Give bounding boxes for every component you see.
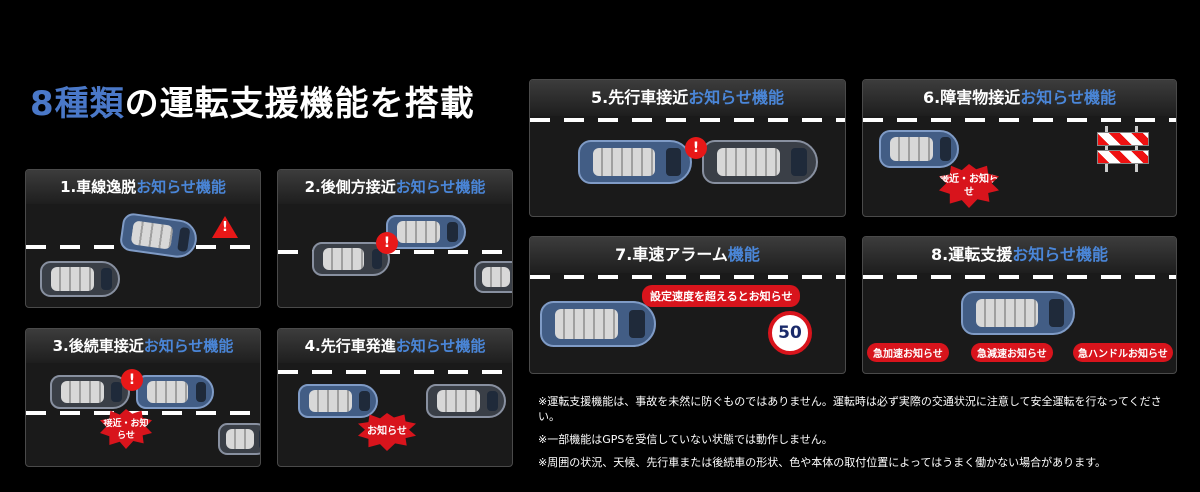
panel-obstacle-approach: 6.障害物接近お知らせ機能 接近・お知らせ [862, 79, 1177, 217]
page-title: 8種類の運転支援機能を搭載 [30, 76, 475, 125]
title-rest: の運転支援機能を搭載 [124, 84, 475, 124]
panel-label: 後側方接近 [320, 178, 396, 196]
warning-icon: ! [685, 137, 707, 159]
lane-dash [278, 250, 512, 254]
footnote: ※一部機能はGPSを受信していない状態では動作しません。 [538, 433, 833, 446]
panel-number: 4. [304, 337, 321, 355]
car-icon [218, 423, 260, 455]
panel-label-highlight: お知らせ機能 [1012, 245, 1108, 264]
panel-number: 2. [304, 178, 321, 196]
car-icon [578, 140, 692, 184]
car-icon [961, 291, 1075, 335]
panel-label-highlight: お知らせ機能 [143, 337, 234, 355]
lane-dash [530, 275, 845, 279]
panel-header: 1.車線逸脱お知らせ機能 [26, 170, 260, 204]
lane-dash [530, 118, 845, 122]
car-icon [879, 130, 959, 168]
panel-number: 5. [591, 88, 609, 107]
panel-label: 車速アラーム [632, 245, 728, 264]
panel-speed-alarm: 7.車速アラーム機能 設定速度を超えるとお知らせ 50 [529, 236, 846, 374]
panel-header: 6.障害物接近お知らせ機能 [863, 80, 1176, 116]
approach-alert-burst: 接近・お知らせ [939, 164, 999, 208]
panel-following-car-approach: 3.後続車接近お知らせ機能 ! 接近・お知らせ [25, 328, 261, 467]
panel-rear-side-approach: 2.後側方接近お知らせ機能 ! [277, 169, 513, 308]
panel-label: 後続車接近 [68, 337, 144, 355]
car-icon [426, 384, 506, 418]
car-icon [40, 261, 120, 297]
notice-alert-burst: お知らせ [358, 413, 416, 451]
lane-dash [863, 275, 1176, 279]
panel-header: 5.先行車接近お知らせ機能 [530, 80, 845, 116]
panel-leading-car-approach: 5.先行車接近お知らせ機能 ! [529, 79, 846, 217]
panel-number: 1. [60, 178, 77, 196]
panel-label-highlight: お知らせ機能 [395, 178, 486, 196]
panel-label-highlight: お知らせ機能 [688, 88, 784, 107]
panel-label-highlight: 機能 [727, 245, 760, 264]
panel-label: 車線逸脱 [76, 178, 137, 196]
sudden-steer-label: 急ハンドルお知らせ [1073, 343, 1173, 362]
panel-driving-support: 8.運転支援お知らせ機能 急加速お知らせ 急減速お知らせ 急ハンドルお知らせ [862, 236, 1177, 374]
panel-header: 4.先行車発進お知らせ機能 [278, 329, 512, 363]
warning-icon: ! [121, 369, 143, 391]
panel-header: 3.後続車接近お知らせ機能 [26, 329, 260, 363]
title-highlight: 8種類 [30, 84, 125, 124]
car-icon [298, 384, 378, 418]
car-icon [118, 211, 200, 261]
speed-limit-sign: 50 [768, 311, 812, 355]
footnote: ※運転支援機能は、事故を未然に防ぐものではありません。運転時は必ず実際の交通状況… [538, 395, 1162, 423]
warning-triangle-icon: ! [212, 216, 238, 238]
footnotes: ※運転支援機能は、事故を未然に防ぐものではありません。運転時は必ず実際の交通状況… [538, 394, 1178, 478]
sudden-accel-label: 急加速お知らせ [867, 343, 949, 362]
panel-header: 2.後側方接近お知らせ機能 [278, 170, 512, 204]
panel-label: 先行車発進 [320, 337, 396, 355]
car-icon [312, 242, 390, 276]
lane-dash [26, 411, 260, 415]
speed-over-label: 設定速度を超えるとお知らせ [642, 285, 801, 307]
car-icon [702, 140, 818, 184]
panel-label-highlight: お知らせ機能 [1020, 88, 1116, 107]
panel-label: 先行車接近 [608, 88, 689, 107]
panel-number: 7. [615, 245, 633, 264]
footnote: ※周囲の状況、天候、先行車または後続車の形状、色や本体の取付位置によってはうまく… [538, 456, 1107, 469]
sudden-decel-label: 急減速お知らせ [971, 343, 1053, 362]
panel-label-highlight: お知らせ機能 [136, 178, 226, 196]
panel-leading-car-start: 4.先行車発進お知らせ機能 お知らせ [277, 328, 513, 467]
panel-label: 運転支援 [948, 245, 1013, 264]
road-barrier-icon [1097, 126, 1149, 172]
panel-lane-departure: 1.車線逸脱お知らせ機能 ! [25, 169, 261, 308]
car-icon [540, 301, 656, 347]
panel-number: 6. [923, 88, 941, 107]
car-icon [474, 261, 512, 293]
panel-header: 7.車速アラーム機能 [530, 237, 845, 273]
panel-label: 障害物接近 [940, 88, 1021, 107]
car-icon [386, 215, 466, 249]
warning-icon: ! [376, 232, 398, 254]
panel-header: 8.運転支援お知らせ機能 [863, 237, 1176, 273]
panel-number: 8. [931, 245, 949, 264]
car-icon [50, 375, 130, 409]
car-icon [136, 375, 214, 409]
panel-number: 3. [52, 337, 69, 355]
approach-alert-burst: 接近・お知らせ [100, 409, 152, 449]
panel-label-highlight: お知らせ機能 [395, 337, 486, 355]
lane-dash [863, 118, 1176, 122]
lane-dash [278, 370, 512, 374]
